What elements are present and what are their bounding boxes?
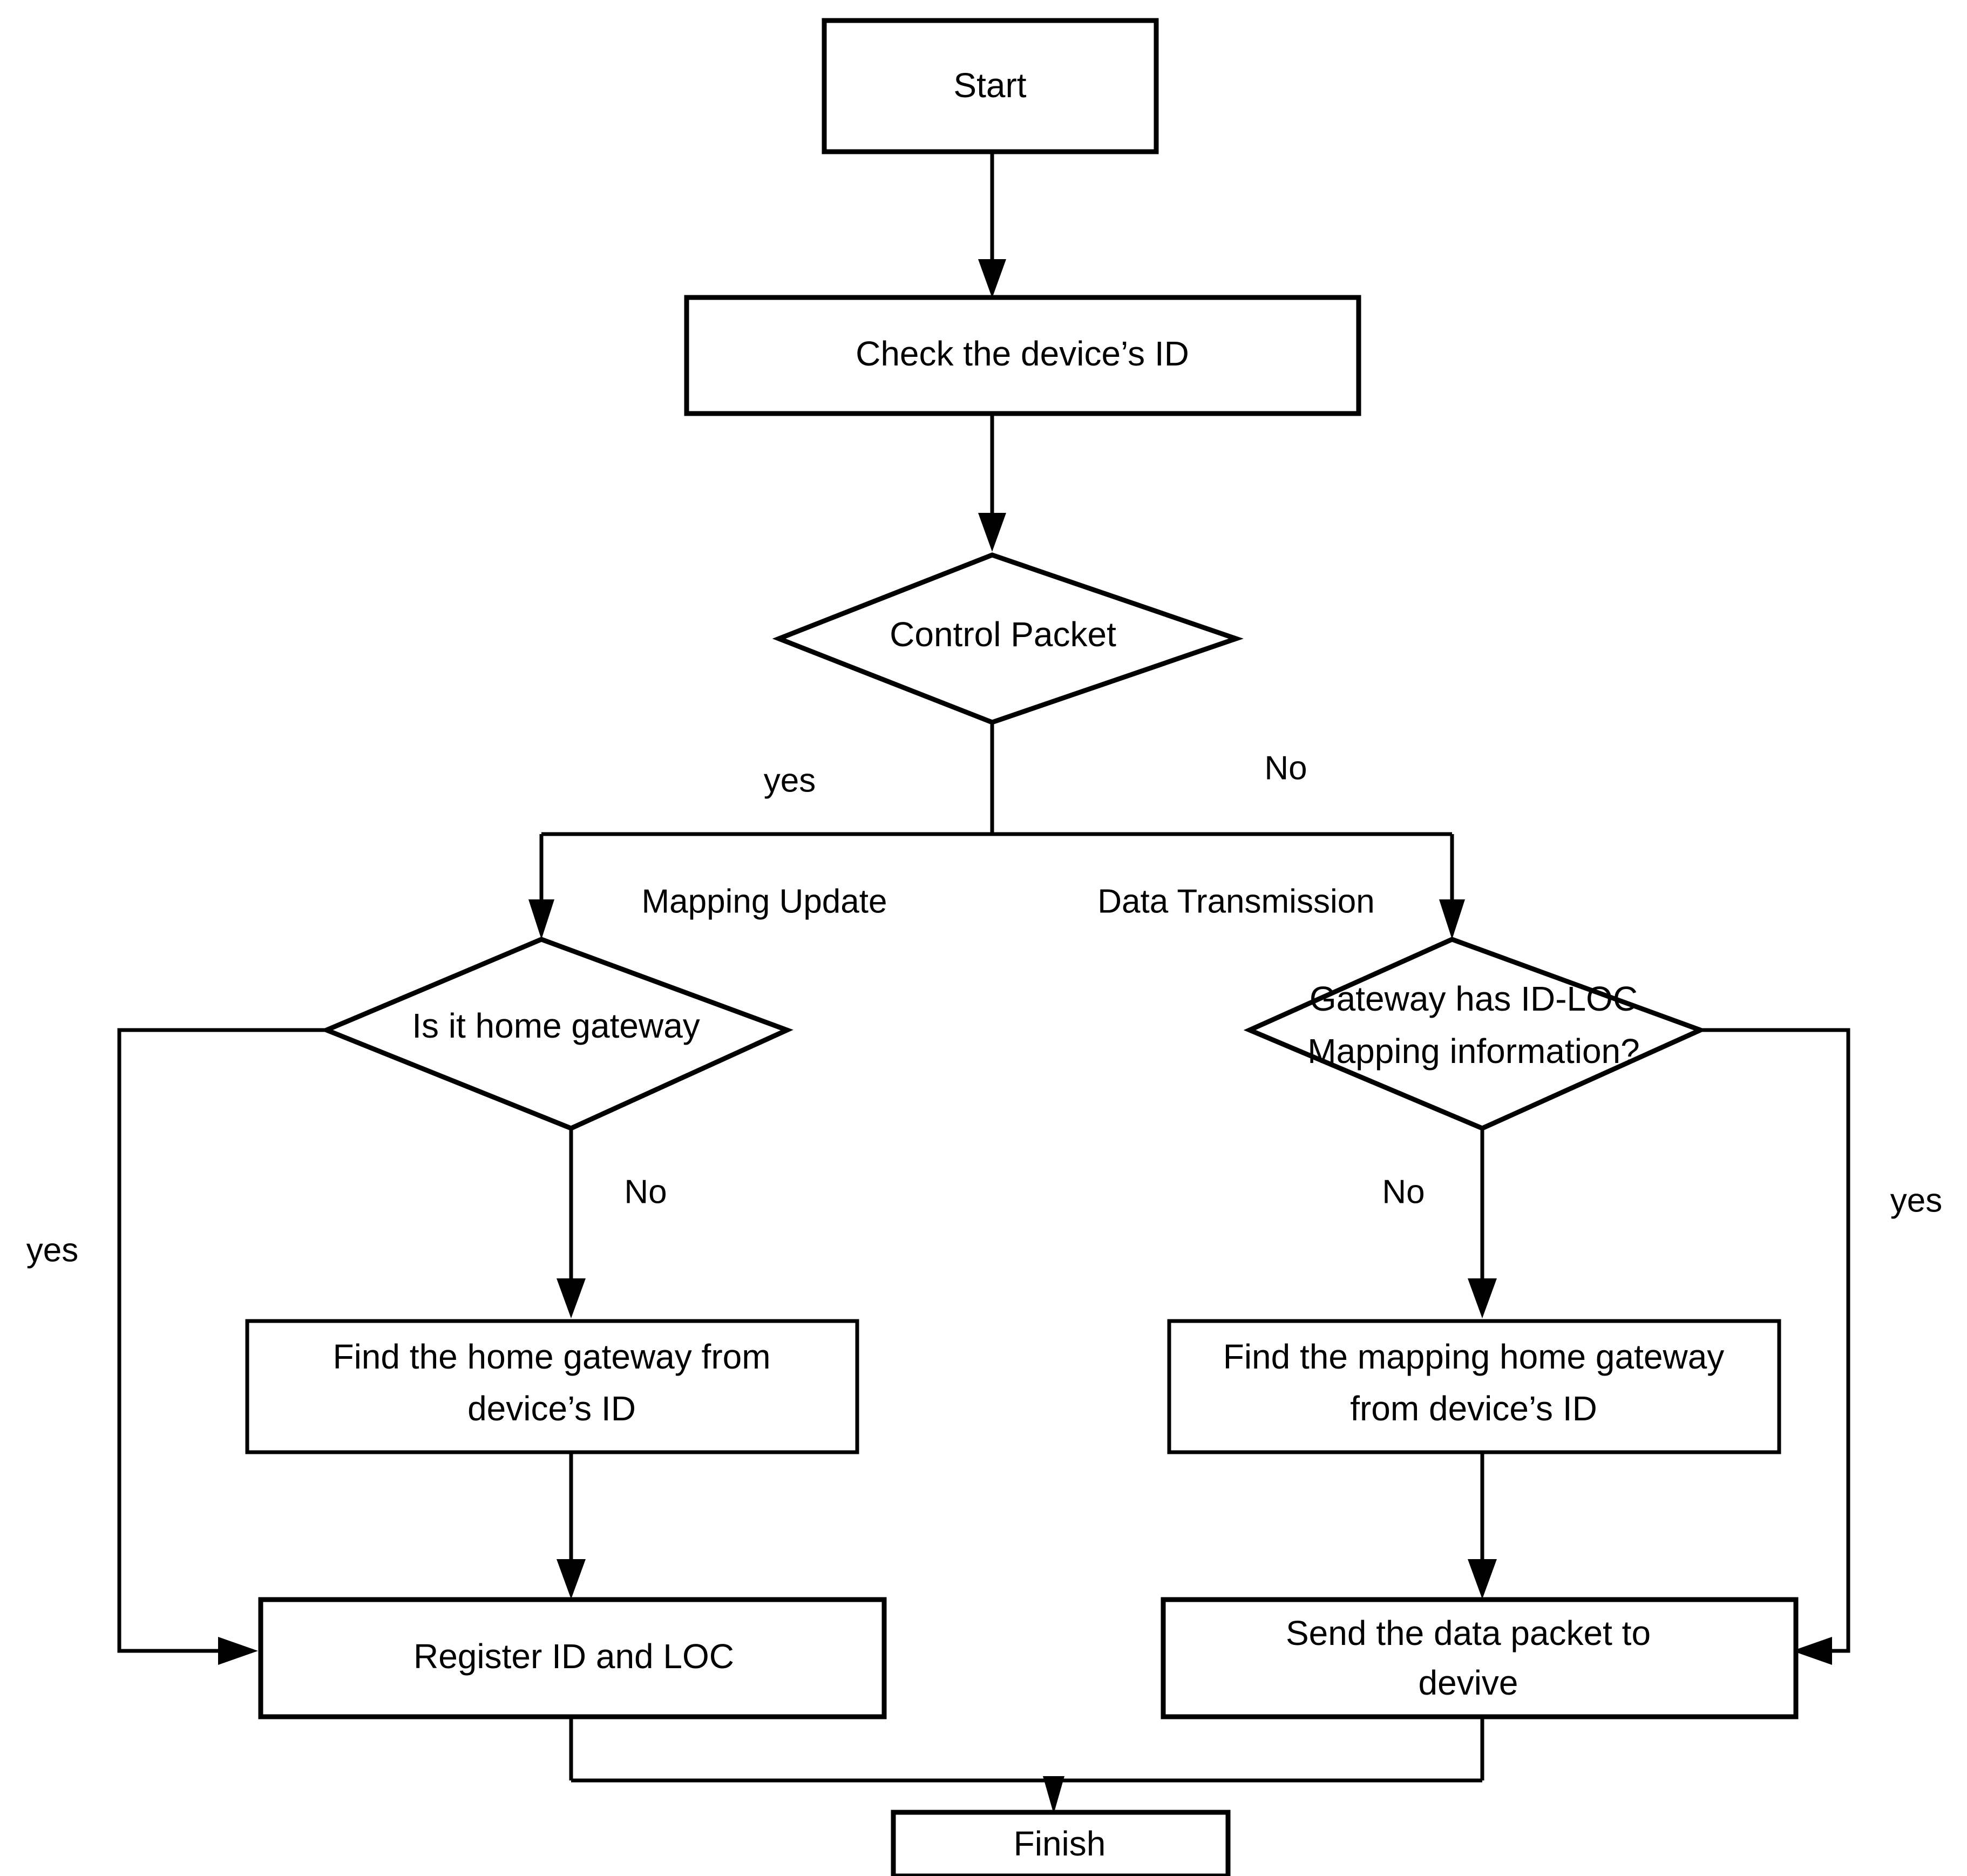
node-finish-label: Finish (1014, 1824, 1106, 1863)
edge-merge-to-finish (569, 1717, 1484, 1814)
node-send-data-packet-label-line2: devive (1419, 1663, 1518, 1702)
edge-label-control-no: No (1264, 749, 1307, 787)
node-send-data-packet[interactable]: Send the data packet to devive (1161, 1597, 1799, 1719)
node-start-label: Start (953, 66, 1026, 105)
edge-label-home-gateway-yes: yes (26, 1231, 78, 1269)
node-control-packet[interactable]: Control Packet (772, 552, 1244, 725)
node-find-home-gateway-label-line1: Find the home gateway from (333, 1337, 770, 1376)
node-start[interactable]: Start (822, 18, 1159, 154)
edge-label-home-gateway-no: No (624, 1173, 667, 1210)
node-find-mapping-home-gateway-label-line1: Find the mapping home gateway (1223, 1337, 1725, 1376)
node-send-data-packet-label-line1: Send the data packet to (1286, 1614, 1651, 1652)
edge-label-data-transmission: Data Transmission (1097, 883, 1374, 920)
edge-gateway-mapping-yes-loop (1700, 1028, 1850, 1665)
node-find-mapping-home-gateway-label-line2: from device’s ID (1350, 1389, 1597, 1428)
node-register-id-loc[interactable]: Register ID and LOC (258, 1597, 887, 1719)
node-find-mapping-home-gateway[interactable]: Find the mapping home gateway from devic… (1167, 1319, 1781, 1454)
node-find-home-gateway[interactable]: Find the home gateway from device’s ID (245, 1319, 859, 1454)
edge-find-home-gateway-to-register (557, 1452, 586, 1599)
edge-is-home-gateway-no (557, 1128, 586, 1318)
edge-is-home-gateway-yes-loop (117, 1028, 327, 1665)
node-gateway-has-mapping-label-line1: Gateway has ID-LOC (1310, 979, 1638, 1018)
edge-label-control-yes: yes (764, 762, 816, 799)
edge-control-packet-split (528, 722, 1465, 939)
node-gateway-has-mapping-label-line2: Mapping information? (1307, 1032, 1639, 1071)
edge-check-id-to-control-packet (978, 414, 1006, 552)
node-check-device-id-label: Check the device’s ID (856, 334, 1189, 373)
node-check-device-id[interactable]: Check the device’s ID (684, 295, 1361, 416)
node-find-home-gateway-label-line2: device’s ID (467, 1389, 636, 1428)
node-finish[interactable]: Finish (891, 1810, 1231, 1876)
node-is-home-gateway-label: Is it home gateway (412, 1006, 700, 1045)
node-control-packet-label: Control Packet (890, 615, 1116, 654)
node-is-home-gateway[interactable]: Is it home gateway (320, 937, 793, 1131)
edge-label-mapping-update: Mapping Update (642, 883, 887, 920)
edge-find-mapping-to-send-packet (1468, 1452, 1497, 1599)
edge-label-mapping-yes: yes (1890, 1182, 1942, 1219)
edge-gateway-mapping-no (1468, 1128, 1497, 1318)
edge-label-mapping-no: No (1382, 1173, 1425, 1210)
edge-start-to-check-id (978, 152, 1006, 298)
node-gateway-has-mapping[interactable]: Gateway has ID-LOC Mapping information? (1243, 937, 1707, 1131)
node-register-id-loc-label: Register ID and LOC (413, 1637, 734, 1676)
